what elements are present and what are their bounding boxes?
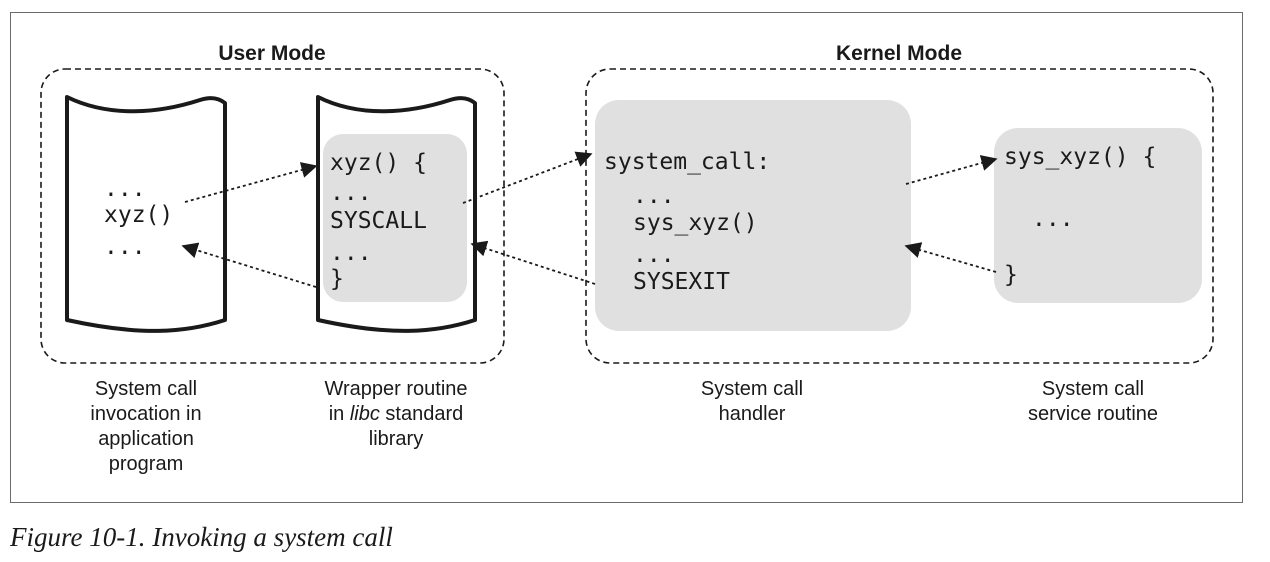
user-mode-title: User Mode [218, 42, 325, 65]
kernel-mode-title: Kernel Mode [836, 42, 962, 65]
service-label-2: service routine [1028, 403, 1158, 425]
handler-label-2: handler [719, 403, 786, 425]
handler-code-block [595, 100, 911, 331]
service-line-3: } [1004, 262, 1018, 288]
wrapper-label-1: Wrapper routine [324, 378, 467, 400]
wrapper-line-3: SYSCALL [330, 208, 427, 234]
wrapper-label-2: in libc standard [329, 403, 464, 425]
service-line-2: ... [1032, 206, 1074, 232]
app-line-2: xyz() [104, 202, 173, 228]
wrapper-label-2-pre: in [329, 403, 350, 425]
service-label-1: System call [1042, 378, 1144, 400]
app-label-3: application [98, 428, 194, 450]
arrow-syscall-to-handler [462, 151, 593, 204]
wrapper-line-4: ... [330, 240, 372, 266]
app-label-2: invocation in [90, 403, 201, 425]
handler-label-1: System call [701, 378, 803, 400]
arrow-handler-to-service [905, 155, 998, 185]
wrapper-line-1: xyz() { [330, 150, 427, 176]
arrow-call-to-wrapper [184, 162, 318, 203]
handler-line-3: sys_xyz() [633, 210, 758, 236]
app-label-1: System call [95, 378, 197, 400]
app-label-4: program [109, 453, 183, 475]
application-page [65, 95, 227, 333]
app-line-1: ... [104, 176, 146, 202]
app-line-3: ... [104, 234, 146, 260]
service-code-block [994, 128, 1202, 303]
arrow-service-return [904, 242, 997, 273]
figure-frame [10, 12, 1243, 503]
arrow-sysexit-return [470, 240, 596, 285]
wrapper-code-block [323, 134, 467, 302]
wrapper-line-2: ... [330, 180, 372, 206]
wrapper-label-2-post: standard [380, 403, 463, 425]
wrapper-label-2-libc: libc [350, 403, 380, 425]
wrapper-label-3: library [369, 428, 423, 450]
figure-caption: Figure 10-1. Invoking a system call [9, 522, 393, 552]
arrow-wrapper-return [181, 242, 317, 288]
handler-line-4: ... [633, 242, 675, 268]
service-line-1: sys_xyz() { [1004, 144, 1156, 170]
user-mode-region [40, 68, 505, 364]
handler-line-1: system_call: [604, 149, 770, 175]
handler-line-5: SYSEXIT [633, 269, 730, 295]
handler-line-2: ... [633, 183, 675, 209]
wrapper-line-5: } [330, 266, 344, 292]
